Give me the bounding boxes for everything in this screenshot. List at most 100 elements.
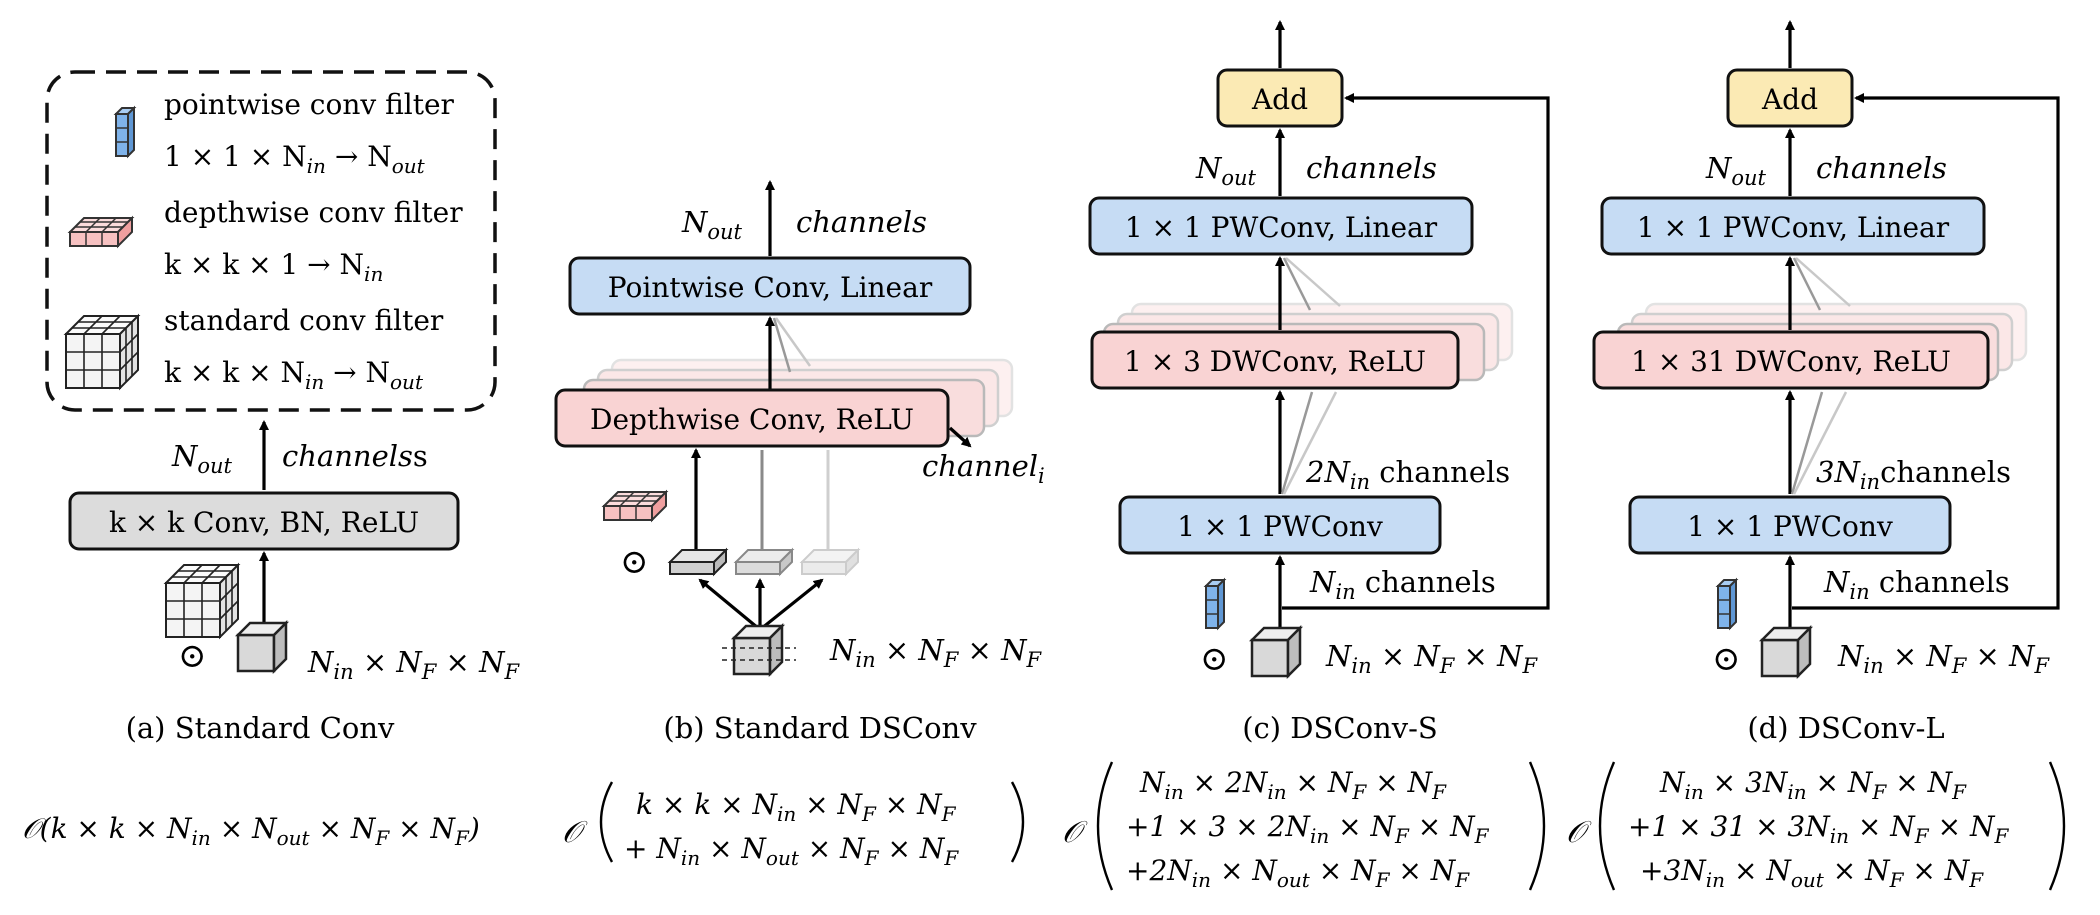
- d-add-box: [1726, 68, 1854, 128]
- legend-standard-name: standard conv filter: [164, 304, 444, 337]
- legend: pointwise conv filter 1 × 1 × Nin → Nout…: [45, 70, 497, 412]
- c-pointwise-filter-icon: [1205, 579, 1225, 629]
- legend-standard-dims: k × k × Nin → Nout: [164, 356, 424, 394]
- b-complexity-o: 𝒪: [562, 815, 588, 850]
- complexity-d-line2: +1 × 31 × 3Nin × NF × NF: [1628, 810, 2009, 848]
- caption-d: (d) DSConv-L: [1747, 711, 1944, 745]
- legend-pointwise-name: pointwise conv filter: [164, 88, 455, 121]
- c-fan-bottom-1: [1280, 391, 1314, 495]
- c-nout-label: Nout: [1195, 151, 1257, 190]
- legend-depthwise-name: depthwise conv filter: [164, 196, 463, 229]
- complexity-c-line3: +2Nin × Nout × NF × NF: [1126, 854, 1470, 892]
- d-channels-label: channels: [1816, 151, 1947, 185]
- d-pw-box: [1628, 495, 1952, 555]
- d-nin-label: Nin channels: [1823, 565, 2010, 604]
- a-input-cube-icon: [236, 621, 288, 673]
- c-paren-right: [1528, 761, 1546, 891]
- c-complexity-o: 𝒪: [1062, 815, 1088, 850]
- c-input-dims: Nin × NF × NF: [1325, 639, 1538, 678]
- d-paren-right: [2048, 761, 2066, 891]
- pointwise-conv-box: [568, 256, 972, 316]
- fan-line-2: [774, 317, 812, 367]
- complexity-a: 𝒪(k × k × Nin × Nout × NF × NF): [22, 812, 480, 850]
- c-pw-linear-box: [1088, 196, 1474, 256]
- d-expand-label: 3Ninchannels: [1816, 455, 2011, 494]
- a-odot-icon: ⊙: [178, 636, 207, 676]
- d-dw-label: 1 × 31 DWConv, ReLU: [1631, 345, 1951, 378]
- d-nout-label: Nout: [1705, 151, 1767, 190]
- d-odot-icon: ⊙: [1712, 639, 1741, 679]
- a-channels-label: channelss: [282, 439, 428, 473]
- d-input-cube-icon: [1760, 626, 1812, 678]
- c-expand-label: 2Nin channels: [1305, 455, 1510, 494]
- fan-line-1: [772, 317, 792, 373]
- c-pw-box: [1118, 495, 1442, 555]
- complexity-b-line1: k × k × Nin × NF × NF: [636, 788, 957, 826]
- b-paren-right: [1010, 781, 1025, 863]
- c-channels-label: channels: [1306, 151, 1437, 185]
- standard-conv-label: k × k Conv, BN, ReLU: [109, 506, 419, 539]
- c-fan-top-1: [1282, 257, 1312, 311]
- d-fan-bottom-2: [1792, 391, 1848, 495]
- c-fan-top-2: [1285, 257, 1341, 307]
- b-paren-left: [599, 781, 614, 863]
- panel-dsconv-s: Add Nout channels 1 × 1 PWConv, Linear 1…: [1062, 20, 1550, 892]
- channel-i-label: channeli: [922, 449, 1045, 488]
- arrow-channel-i: [948, 426, 972, 448]
- d-pointwise-filter-icon: [1717, 579, 1737, 629]
- d-fan-top-2: [1795, 257, 1851, 307]
- complexity-b-line2: + Nin × Nout × NF × NF: [624, 832, 959, 870]
- d-add-label: Add: [1761, 83, 1818, 116]
- legend-depthwise-dims: k × k × 1 → Nin: [164, 248, 383, 286]
- arrow-b-split3: [761, 578, 824, 630]
- depthwise-conv-label: Depthwise Conv, ReLU: [590, 403, 914, 436]
- d-complexity-o: 𝒪: [1566, 815, 1592, 850]
- panel-standard-conv: Nout channelss k × k Conv, BN, ReLU ⊙ Ni…: [22, 420, 520, 850]
- d-fan-bottom-1: [1790, 391, 1824, 495]
- c-paren-left: [1096, 761, 1114, 891]
- b-odot-icon: ⊙: [620, 542, 649, 582]
- depthwise-conv-box: [554, 388, 950, 448]
- b-slice-2: [733, 547, 795, 577]
- arrow-b-split1: [698, 578, 760, 630]
- complexity-c-line2: +1 × 3 × 2Nin × NF × NF: [1126, 810, 1490, 848]
- pointwise-filter-icon: [115, 107, 135, 157]
- c-odot-icon: ⊙: [1200, 639, 1229, 679]
- a-input-dims: Nin × NF × NF: [307, 645, 520, 684]
- c-input-cube-icon: [1250, 626, 1302, 678]
- complexity-c-line1: Nin × 2Nin × NF × NF: [1139, 766, 1447, 804]
- complexity-d-line3: +3Nin × Nout × NF × NF: [1640, 854, 1984, 892]
- legend-border: [45, 70, 497, 412]
- c-add-box: [1216, 68, 1344, 128]
- caption-a: (a) Standard Conv: [126, 711, 395, 745]
- b-depthwise-filter-icon: [603, 491, 667, 521]
- panel-standard-dsconv: Nout channels Pointwise Conv, Linear Dep…: [554, 180, 1045, 870]
- c-fan-bottom-2: [1282, 391, 1338, 495]
- b-nout-label: Nout: [681, 205, 743, 244]
- d-paren-left: [1598, 761, 1616, 891]
- a-standard-filter-icon: [165, 564, 239, 638]
- b-input-dims: Nin × NF × NF: [829, 633, 1042, 672]
- b-input-cube-icon: [732, 624, 784, 676]
- c-skip-connection: [1282, 93, 1550, 610]
- standard-conv-box: [68, 491, 460, 551]
- c-dw-label: 1 × 3 DWConv, ReLU: [1124, 345, 1426, 378]
- d-pw-linear-box: [1600, 196, 1986, 256]
- c-dw-box: [1090, 330, 1460, 390]
- depthwise-filter-icon: [69, 217, 133, 247]
- b-slice-3: [799, 547, 861, 577]
- panel-dsconv-l: Add Nout channels 1 × 1 PWConv, Linear 1…: [1566, 20, 2066, 892]
- d-dw-box: [1592, 330, 1990, 390]
- c-add-label: Add: [1251, 83, 1308, 116]
- d-skip-connection: [1792, 93, 2060, 610]
- c-pw-label: 1 × 1 PWConv: [1177, 510, 1383, 543]
- d-fan-top-1: [1792, 257, 1822, 311]
- c-nin-label: Nin channels: [1309, 565, 1496, 604]
- a-nout-label: Nout: [171, 439, 233, 478]
- standard-filter-icon: [65, 315, 139, 389]
- legend-pointwise-dims: 1 × 1 × Nin → Nout: [164, 140, 426, 178]
- b-channels-label: channels: [796, 205, 927, 239]
- d-input-dims: Nin × NF × NF: [1837, 639, 2050, 678]
- d-pw-linear-label: 1 × 1 PWConv, Linear: [1637, 211, 1950, 244]
- pointwise-conv-label: Pointwise Conv, Linear: [608, 271, 933, 304]
